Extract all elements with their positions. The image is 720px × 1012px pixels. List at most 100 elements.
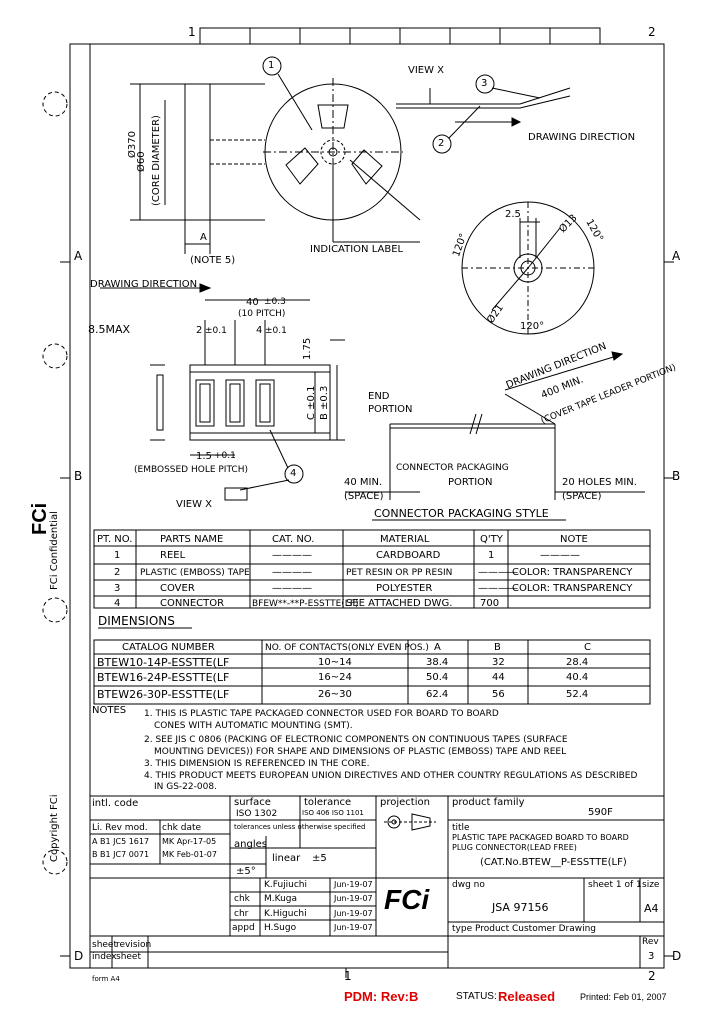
status-value: Released	[498, 989, 556, 1004]
parts-cell: SEE ATTACHED DWG.	[346, 598, 453, 609]
tb-chk-name: M.Kuga	[264, 894, 298, 904]
parts-cell: CONNECTOR	[160, 598, 225, 609]
parts-cell: 1	[114, 550, 121, 561]
dim-header-a: A	[434, 642, 441, 653]
end-portion-2: PORTION	[368, 404, 413, 415]
border-row-d-left: D	[74, 949, 84, 963]
parts-cell: BFEW**-**P-ESSTTE(LF)	[252, 599, 359, 609]
parts-cell: 700	[480, 598, 500, 609]
tb-sheet: sheet 1 of 1	[588, 880, 642, 890]
tb-drn-date: Jun-19-07	[334, 880, 373, 889]
dim-cell: 62.4	[426, 689, 449, 700]
border-col-2-top: 2	[648, 25, 656, 39]
parts-cell: 3	[114, 583, 121, 594]
dim-cell: 10~14	[318, 657, 352, 668]
parts-header-catno: CAT. NO.	[272, 534, 315, 545]
note-5-label: (NOTE 5)	[190, 255, 236, 266]
parts-cell: ————	[478, 567, 518, 578]
parts-header-name: PARTS NAME	[160, 534, 224, 545]
dim-1-5: 1.5	[196, 451, 212, 462]
tb-title-label: title	[452, 823, 470, 833]
parts-cell: ————	[272, 583, 312, 594]
dim-cell: 52.4	[566, 689, 589, 700]
dim-header-contacts: NO. OF CONTACTS(ONLY EVEN POS.)	[265, 643, 429, 653]
dimensions-title: DIMENSIONS	[98, 614, 175, 628]
drawing-direction-left: DRAWING DIRECTION	[90, 279, 198, 290]
tb-chr-name: K.Higuchi	[264, 909, 307, 919]
fci-side-logo: FCi	[29, 502, 51, 535]
dim-header-catalog: CATALOG NUMBER	[122, 642, 215, 653]
tape-run	[345, 351, 645, 500]
indication-label: INDICATION LABEL	[310, 244, 404, 255]
tb-rev-a: A B1 JC5 1617	[92, 837, 150, 846]
punch-holes	[42, 91, 68, 875]
tb-chk-b: MK Feb-01-07	[162, 850, 217, 859]
callout-3-circle	[475, 74, 495, 94]
callout-4: 4	[290, 468, 297, 479]
tape-leader	[396, 87, 571, 127]
zone-ticks-top	[249, 28, 551, 44]
tb-product-family-val: 590F	[588, 807, 613, 818]
note-1a: 1. THIS IS PLASTIC TAPE PACKAGED CONNECT…	[144, 709, 499, 719]
space-left: (SPACE)	[344, 491, 384, 502]
printed-date: Printed: Feb 01, 2007	[580, 992, 667, 1002]
tb-revision-sheet: revision sheet	[116, 940, 152, 962]
pdm-revision: PDM: Rev:B	[344, 989, 419, 1004]
callout-1: 1	[268, 60, 275, 71]
border-row-b-right: B	[672, 469, 681, 483]
dim-a-reel: A	[200, 232, 207, 243]
parts-cell: ————	[272, 567, 312, 578]
core-detail	[461, 201, 595, 335]
parts-cell: PLASTIC (EMBOSS) TAPE	[140, 568, 250, 578]
dim-cell: 38.4	[426, 657, 449, 668]
fci-logo: FCi	[384, 884, 430, 915]
tb-rev-header: Li. Rev mod.	[92, 823, 148, 833]
border-col-1-top: 1	[188, 25, 196, 39]
callout-2: 2	[438, 138, 445, 149]
pitch-40: 40	[246, 297, 259, 308]
border-row-a-right: A	[672, 249, 681, 263]
tb-surface: surface	[234, 797, 271, 808]
fci-confidential: FCi Confidential	[49, 511, 60, 590]
pitch-note: (10 PITCH)	[238, 309, 286, 319]
tb-dwg-no-value: JSA 97156	[492, 901, 549, 914]
tb-tolerance: tolerance	[304, 797, 352, 808]
embossed-hole-pitch: (EMBOSSED HOLE PITCH)	[134, 465, 248, 475]
dim-8-5max: 8.5MAX	[88, 323, 131, 336]
dim-cell: 32	[492, 657, 505, 668]
tb-title-line1: PLASTIC TAPE PACKAGED BOARD TO BOARD	[452, 833, 629, 842]
dim-4: 4	[256, 325, 263, 336]
tb-drn-name: K.Fujiuchi	[264, 880, 308, 890]
dim-1-5-tolerance: +0.1	[214, 451, 236, 461]
dim-2-tolerance: ±0.1	[205, 326, 227, 336]
parts-cell: 2	[114, 567, 121, 578]
holes-20-min: 20 HOLES MIN.	[562, 477, 637, 488]
connector-packaging-portion-2: PORTION	[448, 477, 493, 488]
status-label: STATUS:	[456, 991, 497, 1002]
border-col-2-bottom: 2	[648, 969, 656, 983]
tape-section	[100, 283, 345, 501]
border-row-b-left: B	[74, 469, 83, 483]
note-2a: 2. SEE JIS C 0806 (PACKING OF ELECTRONIC…	[144, 735, 568, 745]
form-label: form A4	[92, 975, 120, 983]
view-x-bottom: VIEW X	[176, 499, 213, 510]
note-4b: IN GS-22-008.	[154, 782, 217, 792]
tb-tolerance-val: ISO 406 ISO 1101	[302, 809, 364, 817]
parts-table-grid	[93, 529, 651, 609]
dim-cell: 50.4	[426, 672, 449, 683]
border-row-d-right: D	[672, 949, 682, 963]
tb-surface-val: ISO 1302	[236, 809, 278, 819]
connector-packaging-portion-1: CONNECTOR PACKAGING	[396, 463, 509, 473]
dim-cell: BTEW10-14P-ESSTTE(LF	[97, 656, 230, 669]
end-portion-1: END	[368, 391, 390, 402]
dim-1-75: 1.75	[302, 337, 313, 360]
tb-rev-label: Rev	[642, 937, 659, 947]
dim-diameter-60: Ø60	[136, 151, 147, 172]
dim-cell: 40.4	[566, 672, 589, 683]
dim-4-tolerance: ±0.1	[265, 326, 287, 336]
space-right: (SPACE)	[562, 491, 602, 502]
tb-type: type Product Customer Drawing	[452, 924, 596, 934]
tb-dwg-no-label: dwg no	[452, 880, 485, 890]
border-row-a-left: A	[74, 249, 83, 263]
tb-chk-role: chk	[234, 894, 250, 904]
